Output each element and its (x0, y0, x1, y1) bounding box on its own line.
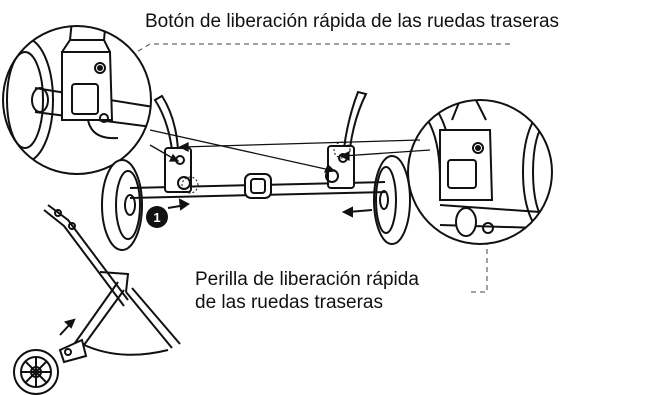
callout-rear-release-knob-line1: Perilla de liberación rápida (195, 269, 419, 290)
stroller-side-view (13, 204, 181, 395)
left-detail-magnifier (2, 25, 152, 175)
dashed-leader-lines (119, 43, 510, 293)
motion-arrows (59, 198, 373, 336)
callout-rear-release-knob-line2: de las ruedas traseras (195, 292, 383, 313)
step-badge: 1 (146, 206, 168, 228)
pointer-arrows (149, 129, 431, 173)
callout-rear-release-button: Botón de liberación rápida de las ruedas… (145, 11, 559, 32)
right-detail-magnifier (407, 99, 553, 245)
step-number: 1 (153, 210, 160, 225)
